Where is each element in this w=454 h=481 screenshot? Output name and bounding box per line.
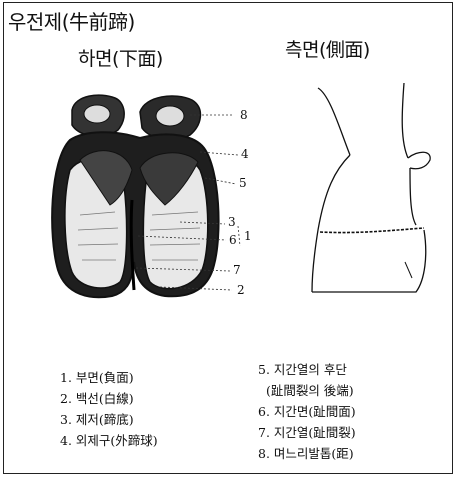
legend-item-3: 3. 제저(蹄底) — [60, 409, 158, 430]
bottom-view-hoof-drawing — [52, 95, 218, 297]
legend-item-6: 6. 지간면(趾間面) — [258, 401, 356, 422]
callout-6: 6 — [229, 233, 237, 247]
callout-4: 4 — [241, 147, 249, 161]
legend-item-5-cont: (趾間裂의 後端) — [258, 380, 356, 401]
callout-2: 2 — [237, 283, 245, 297]
legend-item-8: 8. 며느리발톱(距) — [258, 443, 356, 464]
legend-item-5: 5. 지간열의 후단 — [258, 359, 356, 380]
legend-item-2: 2. 백선(白線) — [60, 388, 158, 409]
callout-8: 8 — [240, 108, 248, 122]
callout-1: 1 — [244, 229, 252, 243]
callout-3: 3 — [228, 215, 236, 229]
legend-left: 1. 부면(負面) 2. 백선(白線) 3. 제저(蹄底) 4. 외제구(外蹄球… — [60, 367, 158, 451]
legend-item-7: 7. 지간열(趾間裂) — [258, 422, 356, 443]
callout-7: 7 — [233, 263, 241, 277]
legend-right: 5. 지간열의 후단 (趾間裂의 後端) 6. 지간면(趾間面) 7. 지간열(… — [258, 359, 356, 464]
legend-item-1: 1. 부면(負面) — [60, 367, 158, 388]
callout-5: 5 — [239, 176, 247, 190]
side-view-hoof-drawing — [312, 83, 430, 292]
legend-item-4: 4. 외제구(外蹄球) — [60, 430, 158, 451]
